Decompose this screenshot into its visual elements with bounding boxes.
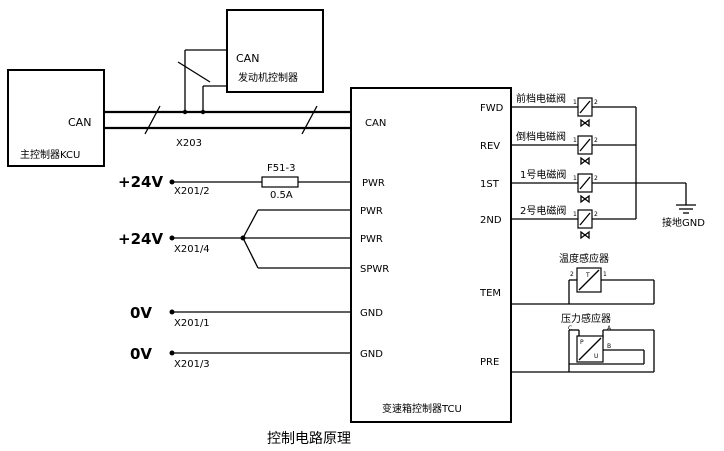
connector-x201-4: X201/4 <box>174 244 210 255</box>
temp-sensor-pin-2: 2 <box>570 271 574 278</box>
valve-3-pin-2: 2 <box>594 175 598 182</box>
power-wire-2 <box>169 209 351 269</box>
valve-3-symbol <box>577 173 593 204</box>
temp-sensor-symbol-t: T <box>585 272 590 279</box>
tcu-pin-fwd: FWD <box>480 103 504 114</box>
valve-4-symbol <box>577 209 593 240</box>
valve-1-pin-2: 2 <box>594 99 598 106</box>
pressure-sensor-symbol <box>576 335 604 363</box>
supply-0v-b: 0V <box>130 345 152 363</box>
valve-2-symbol <box>577 135 593 166</box>
engine-name: 发动机控制器 <box>238 71 298 84</box>
gnd-wire-2 <box>169 350 351 356</box>
kcu-name: 主控制器KCU <box>20 148 80 161</box>
temp-sensor-symbol <box>576 267 602 293</box>
connector-x203: X203 <box>176 138 202 149</box>
kcu-block <box>7 69 105 167</box>
engine-can-label: CAN <box>236 52 259 65</box>
valve-3-pin-1: 1 <box>573 175 577 182</box>
engine-controller-block <box>226 9 324 93</box>
valve-1-symbol <box>577 97 593 128</box>
supply-24v-a: +24V <box>118 173 163 191</box>
valve-1-pin-1: 1 <box>573 99 577 106</box>
tcu-pin-2nd: 2ND <box>480 215 502 226</box>
pressure-sensor-symbol-u: U <box>594 353 598 360</box>
valve-2-pin-2: 2 <box>594 137 598 144</box>
tcu-block <box>350 87 512 423</box>
tcu-pin-pre: PRE <box>480 357 499 368</box>
tcu-pin-1st: 1ST <box>480 179 500 190</box>
fuse-symbol <box>261 176 299 188</box>
tcu-pin-gnd-2: GND <box>360 349 383 360</box>
power-wire-1 <box>169 176 351 188</box>
temp-sensor-label: 温度感应器 <box>559 252 609 265</box>
pressure-sensor-pin-b: B <box>607 343 611 350</box>
tcu-pin-spwr: SPWR <box>360 264 389 275</box>
gnd-wire-1 <box>169 309 351 315</box>
tcu-pin-rev: REV <box>480 141 500 152</box>
valve-1-label: 前档电磁阀 <box>516 92 566 105</box>
tcu-pin-tem: TEM <box>479 288 501 299</box>
ground-label: 接地GND <box>662 216 705 229</box>
tcu-pin-pwr-1: PWR <box>362 178 385 189</box>
valve-4-label: 2号电磁阀 <box>520 204 566 217</box>
temp-sensor-pin-1: 1 <box>603 271 607 278</box>
tcu-pin-gnd-1: GND <box>360 308 383 319</box>
supply-24v-b: +24V <box>118 230 163 248</box>
pressure-sensor-pin-c: C <box>568 325 572 332</box>
fuse-rating: 0.5A <box>270 190 293 201</box>
tcu-name: 变速箱控制器TCU <box>382 402 462 415</box>
pressure-sensor-wiring <box>511 329 655 373</box>
connector-x201-3: X201/3 <box>174 359 210 370</box>
valve-2-label: 倒档电磁阀 <box>516 130 566 143</box>
pressure-sensor-pin-a: A <box>607 325 612 332</box>
valve-4-pin-2: 2 <box>594 211 598 218</box>
connector-x201-2: X201/2 <box>174 186 210 197</box>
pressure-sensor-label: 压力感应器 <box>561 312 611 325</box>
valve-3-label: 1号电磁阀 <box>520 168 566 181</box>
fuse-name: F51-3 <box>267 163 295 174</box>
tcu-pin-pwr-3: PWR <box>360 234 383 245</box>
temp-sensor-wiring <box>511 279 655 305</box>
connector-x201-1: X201/1 <box>174 318 210 329</box>
tcu-pin-can: CAN <box>365 118 386 129</box>
kcu-can-label: CAN <box>68 116 91 129</box>
diagram-title: 控制电路原理 <box>267 431 351 447</box>
supply-0v-a: 0V <box>130 304 152 322</box>
tcu-pin-pwr-2: PWR <box>360 206 383 217</box>
can-bus <box>104 49 351 135</box>
pressure-sensor-symbol-p: P <box>580 339 584 346</box>
valve-2-pin-1: 1 <box>573 137 577 144</box>
valve-wiring <box>511 106 696 220</box>
valve-4-pin-1: 1 <box>573 211 577 218</box>
